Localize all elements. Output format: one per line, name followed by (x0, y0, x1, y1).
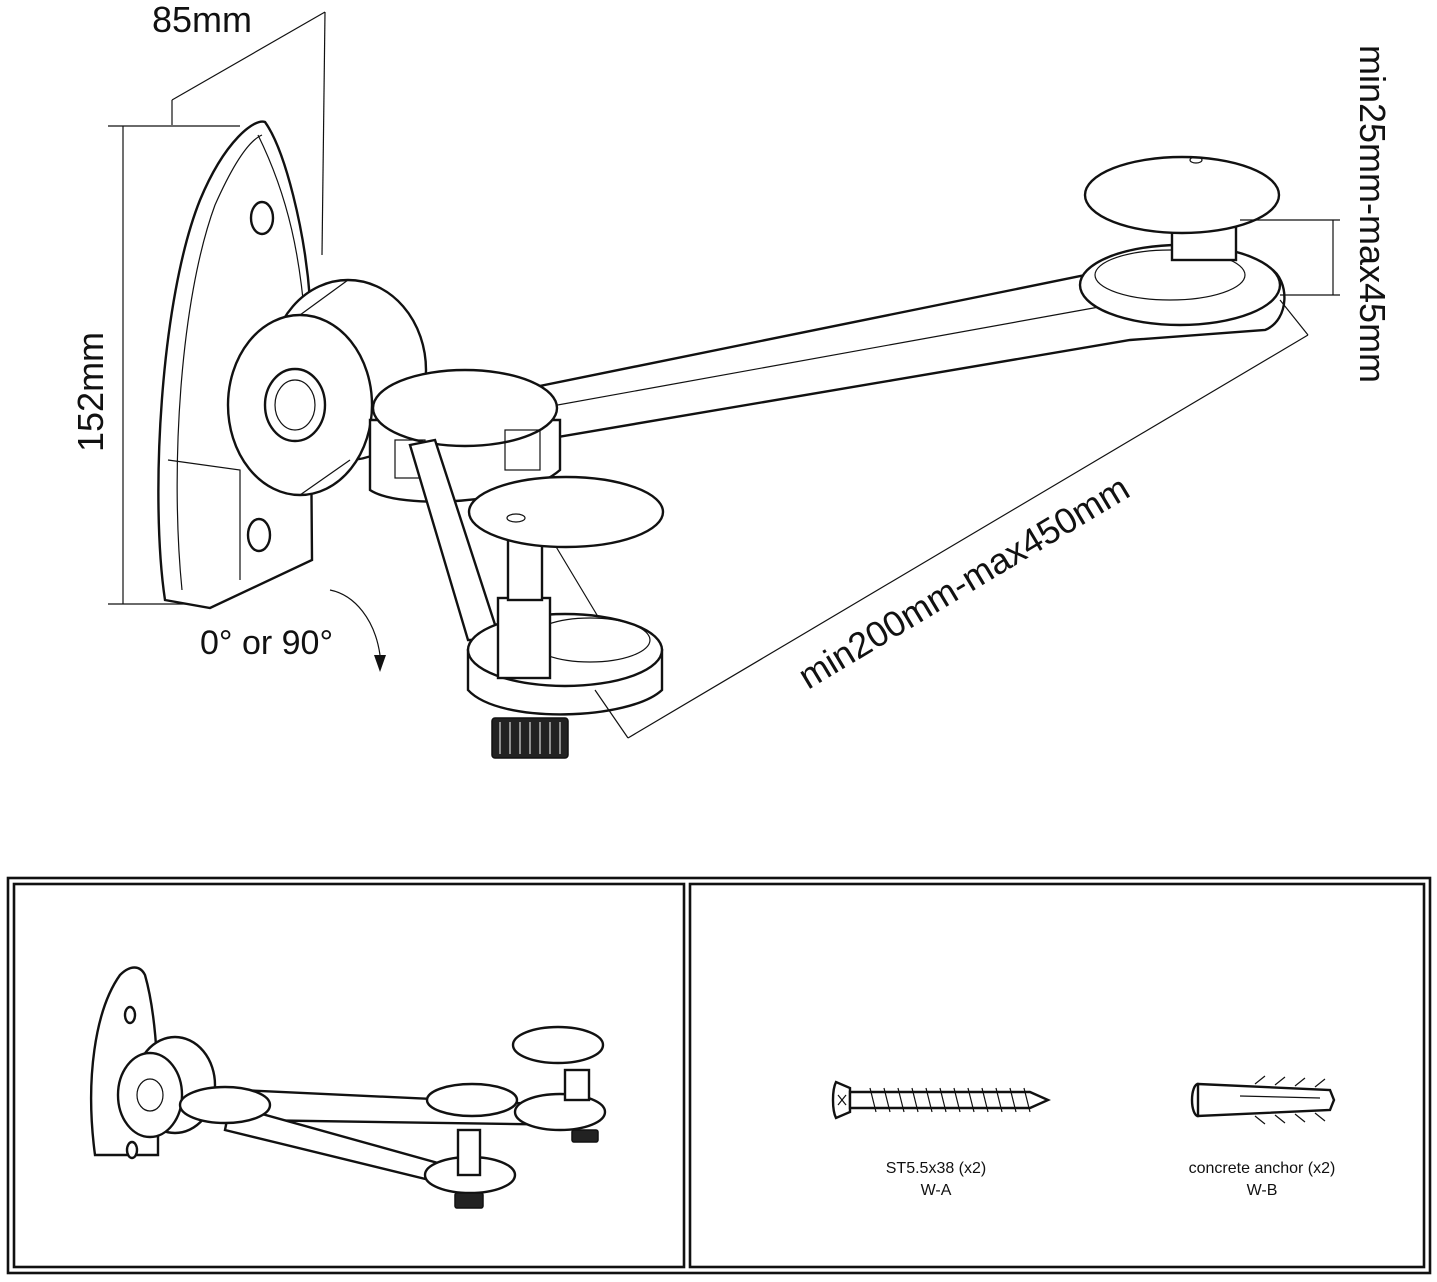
reach-label: min200mm-max450mm (791, 467, 1136, 697)
near-speaker-cradle (466, 475, 665, 759)
plate-height-label: 152mm (70, 332, 111, 452)
rotation-indicator: 0° or 90° (200, 589, 386, 672)
part-wa: ST5.5x38 (x2) W-A (831, 1080, 1051, 1199)
middle-joint (368, 368, 562, 503)
part-wb: concrete anchor (x2) W-B (1189, 1075, 1336, 1199)
part-wb-spec: concrete anchor (x2) (1189, 1160, 1336, 1177)
plate-height-dimension: 152mm (70, 125, 240, 605)
plate-width-dimension: 85mm (152, 0, 326, 256)
assembled-mount-thumbnail (90, 966, 607, 1209)
rotation-arrow-icon (374, 655, 386, 672)
wall-plug-icon (1190, 1075, 1336, 1125)
clamp-range-label: min25mm-max45mm (1352, 45, 1393, 383)
part-wa-spec: ST5.5x38 (x2) (886, 1160, 986, 1177)
mount-illustration: 85mm 152mm (70, 0, 1393, 759)
clamp-range-dimension: min25mm-max45mm (1240, 45, 1393, 383)
part-wb-code: W-B (1247, 1182, 1278, 1199)
far-speaker-cradle (1078, 155, 1282, 327)
rotation-label: 0° or 90° (200, 624, 333, 662)
wood-screw-icon (831, 1080, 1051, 1120)
plate-width-label: 85mm (152, 0, 252, 40)
part-wa-code: W-A (921, 1182, 952, 1199)
contents-panel: ST5.5x38 (x2) W-A concrete anchor (x2) W… (6, 876, 1432, 1275)
